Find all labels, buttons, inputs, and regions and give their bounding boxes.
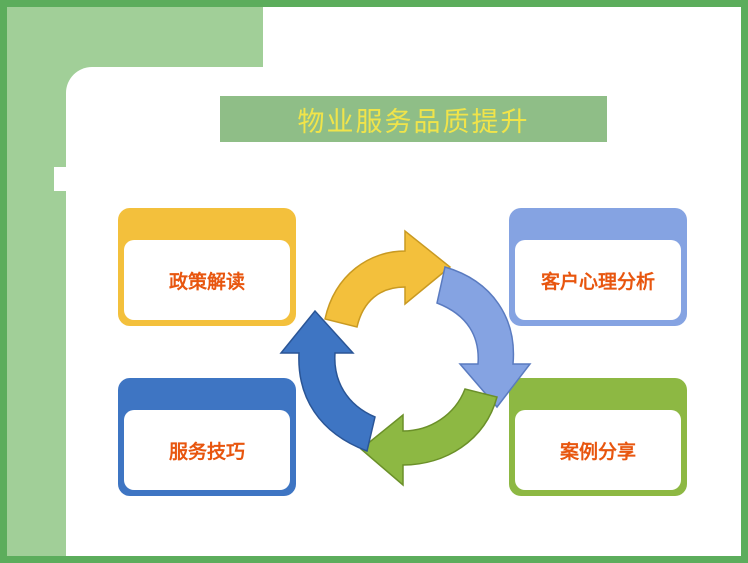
- box-case-sharing-inner: 案例分享: [515, 410, 681, 490]
- box-case-sharing: 案例分享: [509, 378, 687, 496]
- box-policy-inner: 政策解读: [124, 240, 290, 320]
- box-service-skills-inner: 服务技巧: [124, 410, 290, 490]
- decorative-notch: [54, 167, 68, 191]
- box-service-skills: 服务技巧: [118, 378, 296, 496]
- cycle-arrow-green: [359, 388, 498, 487]
- box-policy-label: 政策解读: [168, 270, 245, 293]
- box-policy: 政策解读: [118, 208, 296, 326]
- box-case-sharing-label: 案例分享: [559, 440, 636, 463]
- box-service-skills-label: 服务技巧: [168, 440, 245, 463]
- cycle-arrow-blue: [279, 309, 376, 453]
- page-title: 物业服务品质提升: [297, 106, 530, 138]
- box-customer-psychology-inner: 客户心理分析: [515, 240, 681, 320]
- title-bar: 物业服务品质提升: [220, 96, 607, 142]
- cycle-arrow-yellow: [324, 229, 452, 328]
- cycle-arrow-light-blue: [436, 266, 532, 409]
- box-customer-psychology-label: 客户心理分析: [540, 270, 655, 293]
- cycle-arrows-diagram: [279, 229, 532, 487]
- box-customer-psychology: 客户心理分析: [509, 208, 687, 326]
